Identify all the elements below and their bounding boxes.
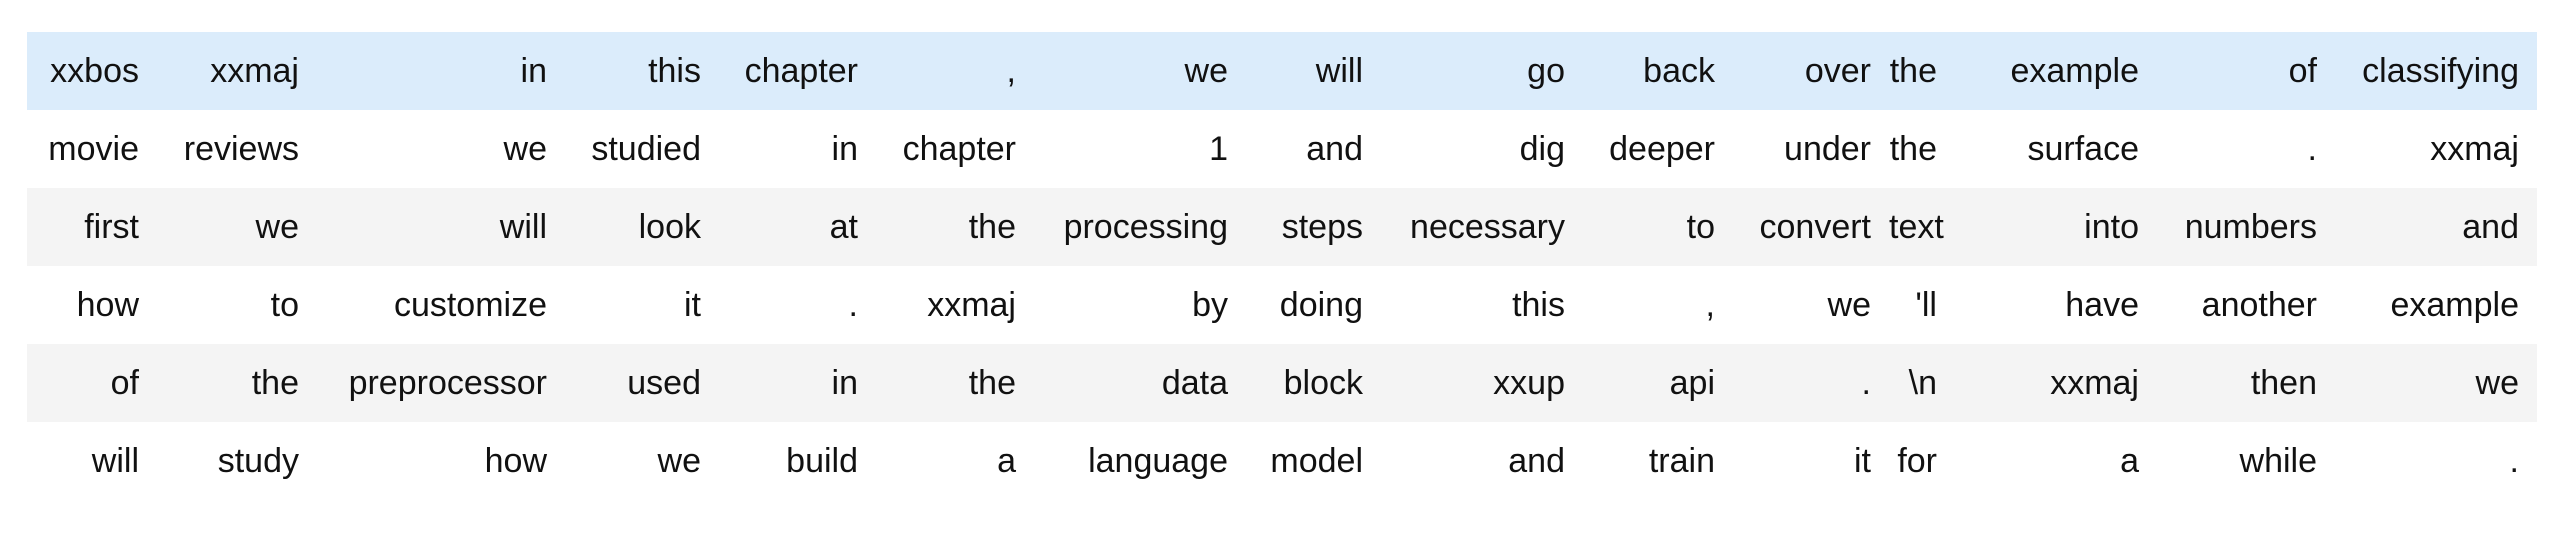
token-cell: and — [1246, 110, 1381, 188]
token-cell: . — [2157, 110, 2335, 188]
token-cell: deeper — [1583, 110, 1733, 188]
token-cell: then — [2157, 344, 2335, 422]
token-cell: model — [1246, 422, 1381, 500]
token-cell: into — [1955, 188, 2157, 266]
token-cell: reviews — [157, 110, 317, 188]
token-cell: in — [317, 32, 565, 110]
token-cell: dig — [1381, 110, 1583, 188]
token-cell: used — [565, 344, 719, 422]
token-cell: train — [1583, 422, 1733, 500]
token-cell: this — [1381, 266, 1583, 344]
token-cell: to — [1583, 188, 1733, 266]
token-cell: classifying — [2335, 32, 2537, 110]
token-cell: will — [1246, 32, 1381, 110]
token-cell: 'll — [1889, 266, 1955, 344]
token-cell: by — [1034, 266, 1246, 344]
token-cell: will — [317, 188, 565, 266]
token-cell: xxmaj — [2335, 110, 2537, 188]
token-cell: the — [1889, 110, 1955, 188]
token-cell: at — [719, 188, 876, 266]
token-cell: . — [2335, 422, 2537, 500]
token-cell: necessary — [1381, 188, 1583, 266]
token-cell: 1 — [1034, 110, 1246, 188]
token-cell: the — [876, 188, 1034, 266]
token-cell: language — [1034, 422, 1246, 500]
token-cell: convert — [1733, 188, 1889, 266]
token-cell: doing — [1246, 266, 1381, 344]
token-cell: xxup — [1381, 344, 1583, 422]
token-cell: . — [1733, 344, 1889, 422]
token-cell: preprocessor — [317, 344, 565, 422]
token-cell: text — [1889, 188, 1955, 266]
token-cell: it — [565, 266, 719, 344]
token-cell: xxmaj — [876, 266, 1034, 344]
token-cell: build — [719, 422, 876, 500]
token-cell: study — [157, 422, 317, 500]
token-cell: how — [27, 266, 157, 344]
token-cell: surface — [1955, 110, 2157, 188]
token-cell: . — [719, 266, 876, 344]
token-cell: , — [1583, 266, 1733, 344]
token-cell: to — [157, 266, 317, 344]
token-cell: numbers — [2157, 188, 2335, 266]
token-cell: chapter — [876, 110, 1034, 188]
token-cell: we — [565, 422, 719, 500]
token-cell: we — [1733, 266, 1889, 344]
token-cell: api — [1583, 344, 1733, 422]
token-cell: example — [1955, 32, 2157, 110]
token-cell: of — [2157, 32, 2335, 110]
token-cell: xxmaj — [1955, 344, 2157, 422]
token-cell: a — [1955, 422, 2157, 500]
token-cell: we — [157, 188, 317, 266]
token-cell: this — [565, 32, 719, 110]
token-cell: back — [1583, 32, 1733, 110]
token-cell: and — [2335, 188, 2537, 266]
token-cell: for — [1889, 422, 1955, 500]
token-cell: will — [27, 422, 157, 500]
token-cell: we — [317, 110, 565, 188]
token-cell: and — [1381, 422, 1583, 500]
token-cell: the — [157, 344, 317, 422]
token-cell: xxmaj — [157, 32, 317, 110]
token-cell: processing — [1034, 188, 1246, 266]
token-cell: , — [876, 32, 1034, 110]
token-cell: the — [876, 344, 1034, 422]
token-cell: have — [1955, 266, 2157, 344]
token-cell: first — [27, 188, 157, 266]
token-cell: it — [1733, 422, 1889, 500]
token-cell: look — [565, 188, 719, 266]
token-cell: studied — [565, 110, 719, 188]
token-cell: how — [317, 422, 565, 500]
token-cell: a — [876, 422, 1034, 500]
token-cell: another — [2157, 266, 2335, 344]
token-cell: in — [719, 344, 876, 422]
token-cell: chapter — [719, 32, 876, 110]
token-cell: customize — [317, 266, 565, 344]
token-cell: go — [1381, 32, 1583, 110]
token-cell: of — [27, 344, 157, 422]
token-cell: we — [2335, 344, 2537, 422]
token-cell: example — [2335, 266, 2537, 344]
token-cell: while — [2157, 422, 2335, 500]
token-cell: under — [1733, 110, 1889, 188]
token-cell: we — [1034, 32, 1246, 110]
token-cell: data — [1034, 344, 1246, 422]
token-cell: the — [1889, 32, 1955, 110]
token-cell: steps — [1246, 188, 1381, 266]
token-cell: movie — [27, 110, 157, 188]
token-cell: \n — [1889, 344, 1955, 422]
token-cell: xxbos — [27, 32, 157, 110]
token-cell: over — [1733, 32, 1889, 110]
token-cell: block — [1246, 344, 1381, 422]
token-cell: in — [719, 110, 876, 188]
